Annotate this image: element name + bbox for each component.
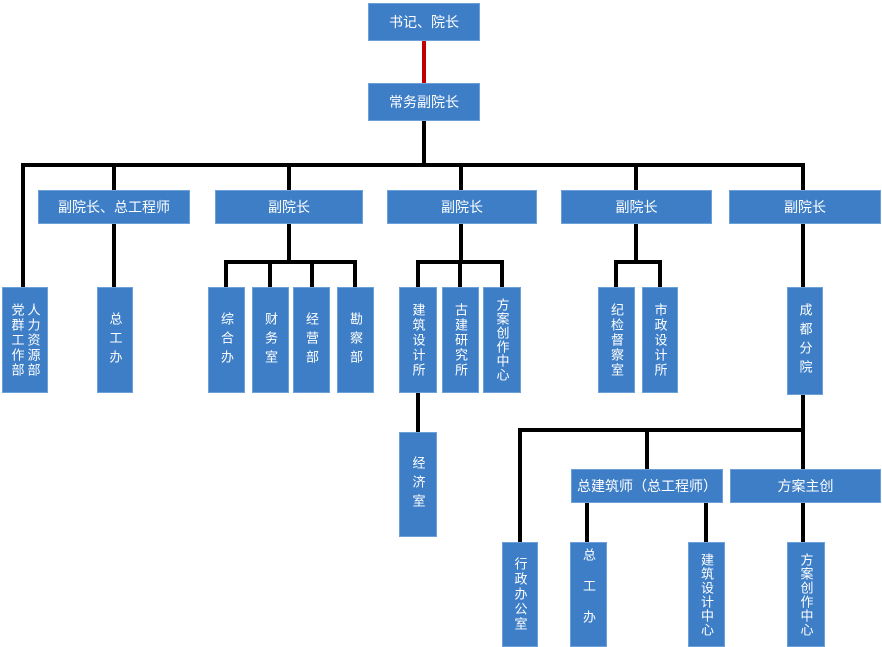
node-municipal-design-institute: 市政设计所 xyxy=(642,287,678,393)
node-chief-architect: 总建筑师（总工程师） xyxy=(571,469,723,503)
node-discipline-inspection-office: 纪检督察室 xyxy=(598,287,635,393)
connector-drop-vice-chief-eng xyxy=(112,163,116,190)
connector-drop-chief-architect xyxy=(645,428,649,469)
hr-dept-label: 人力资源部 xyxy=(25,302,41,378)
connector-drop-vice1 xyxy=(287,163,291,190)
node-vice-dean-1: 副院长 xyxy=(215,190,363,224)
node-vice-dean-3: 副院长 xyxy=(561,190,712,224)
connector-vice2-stem xyxy=(459,224,463,264)
connector-drop-scheme-lead xyxy=(801,428,805,469)
node-general-office: 综合办 xyxy=(208,287,245,393)
node-admin-office: 行政办公室 xyxy=(502,542,538,647)
node-arch-design-center: 建筑设计中心 xyxy=(688,542,725,647)
node-business-dept: 经营部 xyxy=(293,287,330,393)
connector-vice3-bar xyxy=(614,260,662,264)
connector-drop-vice4 xyxy=(801,163,805,190)
node-exec-vice-dean: 常务副院长 xyxy=(368,83,480,121)
connector-drop-survey xyxy=(353,260,357,287)
connector-drop-ancient-arch xyxy=(458,260,462,287)
connector-vice4-to-chengdu xyxy=(801,224,805,287)
connector-drop-scheme1 xyxy=(500,260,504,287)
node-vice-dean-4: 副院长 xyxy=(729,190,881,224)
connector-drop-vice2 xyxy=(459,163,463,190)
node-party-mass-hr-dept: 党群工作部 人力资源部 xyxy=(2,287,48,393)
connector-vice1-bar xyxy=(224,260,357,264)
connector-drop-finance xyxy=(268,260,272,287)
node-vice-dean-2: 副院长 xyxy=(387,190,537,224)
node-ancient-arch-research-institute: 古建研究所 xyxy=(442,287,479,393)
connector-vice3-stem xyxy=(634,224,638,264)
node-scheme-lead: 方案主创 xyxy=(730,469,881,503)
node-economy-office: 经济室 xyxy=(399,432,437,537)
connector-drop-admin-office xyxy=(518,428,522,542)
connector-vice-chief-eng-to-office xyxy=(112,224,116,287)
connector-main-distribution xyxy=(21,163,805,167)
connector-drop-arch-design xyxy=(416,260,420,287)
party-mass-dept-label: 党群工作部 xyxy=(9,302,25,378)
connector-drop-party-hr xyxy=(21,163,25,287)
node-finance-office: 财务室 xyxy=(252,287,289,393)
connector-arch-design-to-economy xyxy=(416,393,420,432)
connector-vice1-stem xyxy=(287,224,291,264)
node-secretary-dean: 书记、院长 xyxy=(368,3,480,41)
node-arch-design-institute: 建筑设计所 xyxy=(399,287,437,393)
connector-chengdu-stem xyxy=(801,395,805,432)
connector-drop-discipline xyxy=(614,260,618,287)
node-chief-eng-office-2: 总工办 xyxy=(570,542,607,647)
node-survey-dept: 勘察部 xyxy=(337,287,374,393)
connector-root-to-exec xyxy=(422,41,426,83)
connector-drop-vice3 xyxy=(634,163,638,190)
connector-drop-arch-design-center xyxy=(704,503,708,542)
connector-drop-scheme2 xyxy=(801,503,805,542)
connector-drop-business xyxy=(310,260,314,287)
node-vice-dean-chief-engineer: 副院长、总工程师 xyxy=(38,190,190,224)
node-chengdu-branch: 成都分院 xyxy=(787,287,823,395)
connector-drop-chief-eng-office2 xyxy=(585,503,589,542)
connector-chengdu-bar xyxy=(518,428,805,432)
connector-exec-stem xyxy=(422,121,426,167)
node-scheme-creation-center-1: 方案创作中心 xyxy=(483,287,521,393)
connector-drop-general-office xyxy=(224,260,228,287)
node-scheme-creation-center-2: 方案创作中心 xyxy=(787,542,825,647)
connector-drop-municipal xyxy=(658,260,662,287)
node-chief-eng-office: 总工办 xyxy=(97,287,133,393)
